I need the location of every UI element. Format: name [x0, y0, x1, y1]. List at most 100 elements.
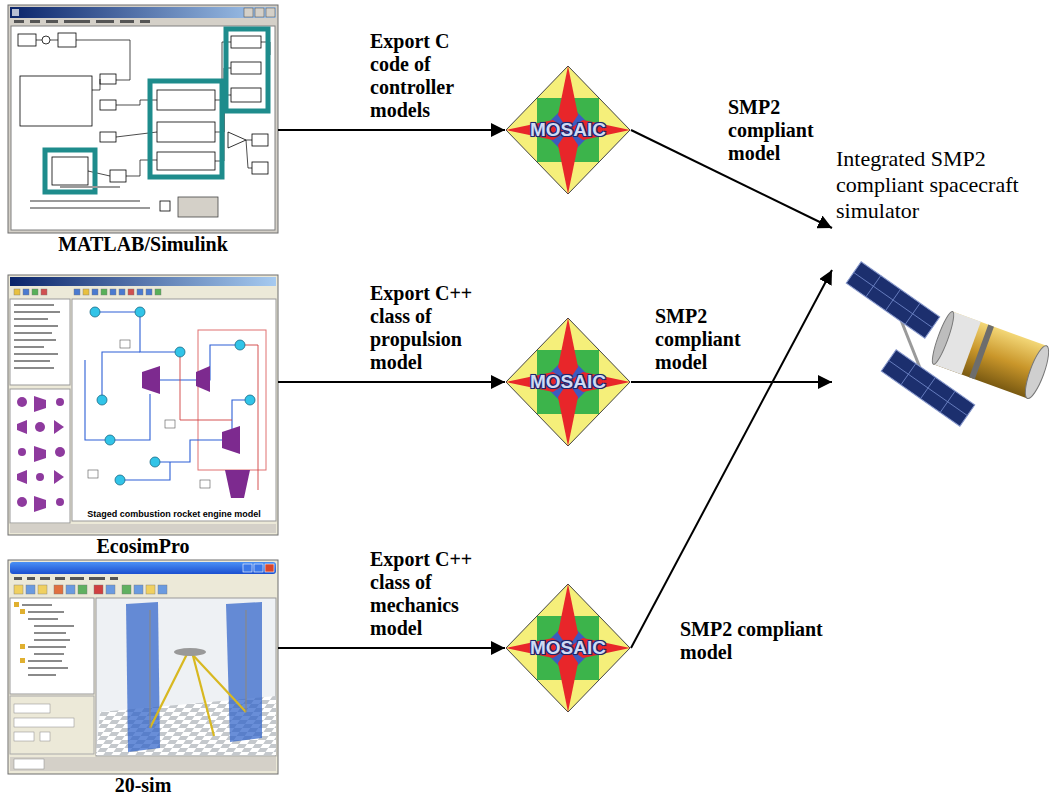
twenty-sim-screenshot: [14, 585, 167, 594]
simulink-screenshot: [36, 40, 270, 176]
spacecraft-picture: [846, 262, 940, 338]
twenty-sim-screenshot: [10, 696, 94, 754]
twenty-sim-screenshot: [190, 652, 246, 712]
simulink-screenshot: [8, 5, 278, 233]
simulink-screenshot: [157, 90, 215, 110]
mosaic-logo-text: MOSAIC: [530, 371, 606, 393]
ecosimpro-screenshot: [72, 299, 276, 521]
simulink-screenshot: [140, 20, 150, 23]
twenty-sim-screenshot: [122, 585, 131, 594]
simulink-screenshot: [96, 20, 114, 23]
ecosimpro-screenshot: [34, 396, 46, 412]
twenty-sim-screenshot: [243, 564, 252, 572]
simulink-screenshot: [92, 79, 100, 90]
ecosimpro-screenshot: [120, 462, 170, 480]
simulink-screenshot: [14, 20, 24, 23]
ecosimpro-screenshot: [88, 470, 98, 478]
twenty-sim-screenshot: [34, 639, 70, 641]
ecosimpro-screenshot: [41, 289, 47, 295]
arrow-connector: [278, 129, 505, 131]
ecosimpro-screenshot: [14, 332, 52, 334]
ecosimpro-screenshot: [119, 289, 125, 295]
ecosimpro-screenshot: [56, 498, 64, 506]
edge-label: SMP2 compliant model: [728, 96, 828, 165]
spacecraft-picture: [854, 272, 933, 327]
simulink-screenshot: [30, 20, 40, 23]
twenty-sim-screenshot: [110, 577, 118, 580]
spacecraft-picture: [929, 310, 1053, 401]
twenty-sim-screenshot: [34, 653, 64, 655]
ecosimpro-screenshot: [135, 307, 145, 317]
twenty-sim-screenshot: [28, 674, 56, 676]
ecosimpro-screenshot: [235, 340, 245, 350]
ecosimpro-screenshot: [196, 366, 210, 392]
simulink-screenshot: [255, 8, 264, 17]
ecosimpro-screenshot: [10, 277, 276, 286]
simulator-title: Integrated SMP2 compliant spacecraft sim…: [832, 146, 1054, 224]
simulink-screenshot: [266, 8, 275, 17]
twenty-sim-screenshot: [265, 564, 274, 572]
ecosimpro-screenshot: [222, 426, 240, 454]
twenty-sim-screenshot: [22, 604, 74, 676]
twenty-sim-screenshot: [150, 652, 246, 736]
ecosimpro-screenshot: [14, 304, 60, 369]
twenty-sim-screenshot: [226, 602, 262, 742]
ecosimpro-screenshot: [102, 352, 140, 400]
ecosimpro-screenshot: [56, 398, 64, 406]
ecosimpro-screenshot: [10, 389, 70, 523]
ecosimpro-screenshot: [55, 447, 65, 457]
simulink-screenshot: [30, 200, 140, 202]
simulink-screenshot: [10, 7, 276, 18]
ecosimpro-screenshot: [128, 289, 134, 295]
ecosimpro-screenshot: [198, 330, 266, 470]
simulink-screenshot: [120, 20, 134, 23]
twenty-sim-screenshot: [14, 704, 74, 741]
twenty-sim-screenshot: [10, 562, 276, 574]
simulink-screenshot: [18, 34, 36, 46]
twenty-sim-screenshot: [149, 610, 150, 728]
spacecraft-picture: [846, 262, 1053, 426]
ecosimpro-screenshot: [14, 353, 58, 355]
simulink-screenshot: [30, 186, 150, 209]
ecosimpro-screenshot: [175, 347, 185, 357]
spacecraft-picture: [846, 262, 940, 338]
tool-caption: 20-sim: [8, 774, 278, 796]
simulink-screenshot: [231, 62, 261, 74]
mosaic-logo-part: [506, 66, 630, 194]
ecosimpro-screenshot: [120, 340, 130, 348]
twenty-sim-screenshot: [254, 564, 263, 572]
twenty-sim-screenshot: [34, 632, 66, 634]
ecosimpro-screenshot: [180, 352, 232, 420]
twenty-sim-screenshot: [94, 585, 103, 594]
ecosimpro-screenshot: [97, 395, 107, 405]
ecosimpro-screenshot: [95, 312, 180, 352]
simulink-screenshot: [58, 33, 76, 47]
twenty-sim-screenshot: [146, 585, 155, 594]
twenty-sim-screenshot: [89, 577, 105, 580]
twenty-sim-screenshot: [10, 757, 276, 771]
ecosimpro-screenshot: [92, 289, 98, 295]
twenty-sim-screenshot: [22, 604, 52, 606]
simulink-screenshot: [42, 36, 50, 44]
tool-screenshot: MATLAB/Simulink: [8, 5, 278, 255]
twenty-sim-screenshot: [14, 577, 118, 580]
ecosimpro-screenshot: [32, 289, 38, 295]
ecosimpro-screenshot: [17, 470, 27, 484]
ecosimpro-screenshot: [8, 275, 278, 535]
twenty-sim-screenshot: [245, 610, 246, 712]
simulink-screenshot: [252, 134, 268, 146]
simulink-screenshot: [20, 76, 92, 126]
twenty-sim-screenshot: [28, 667, 68, 669]
simulink-screenshot: [88, 171, 110, 176]
ecosimpro-screenshot: [245, 395, 255, 405]
ecosimpro-screenshot: [240, 345, 258, 490]
mosaic-diamond: MOSAIC: [505, 583, 631, 713]
mosaic-diamond: MOSAIC: [505, 65, 631, 195]
ecosimpro-screenshot: [105, 435, 115, 445]
edge-label: Export C code of controller models: [370, 30, 482, 122]
arrow-connector: [278, 381, 505, 383]
twenty-sim-screenshot: [14, 718, 74, 727]
simulink-screenshot: [246, 140, 252, 168]
ecosimpro-screenshot: [115, 475, 125, 485]
